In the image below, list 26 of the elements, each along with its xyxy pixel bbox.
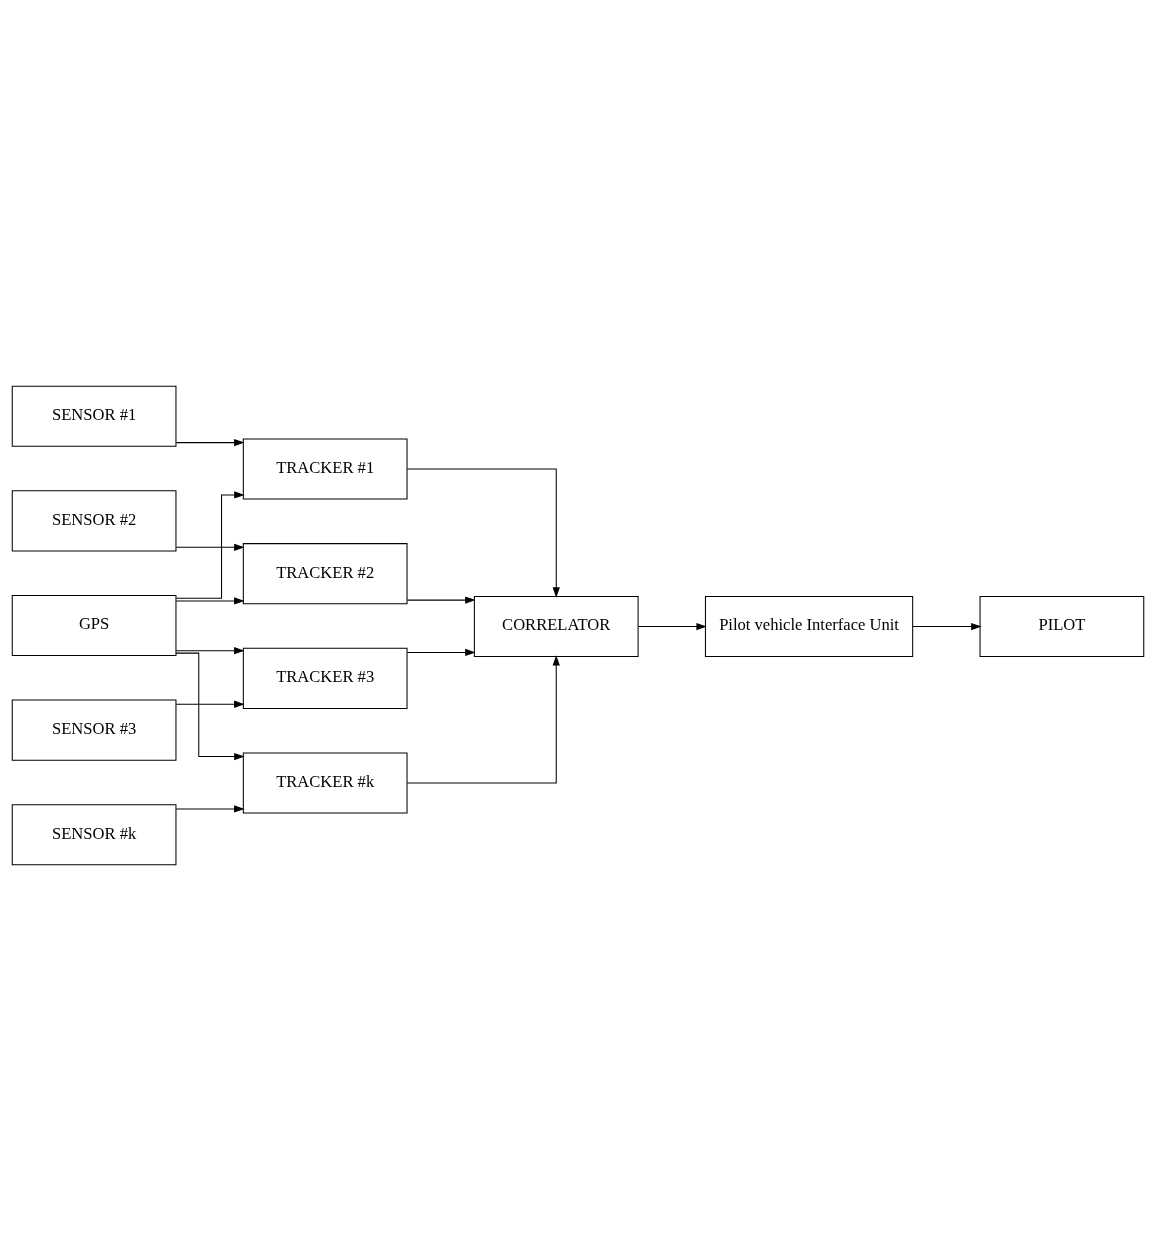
arrow bbox=[175, 647, 245, 655]
node-box: Pilot vehicle Interface Unit bbox=[704, 595, 914, 658]
node-box: CORRELATOR bbox=[473, 595, 639, 658]
node-box: SENSOR #3 bbox=[11, 699, 177, 761]
arrow bbox=[406, 468, 560, 598]
arrow bbox=[406, 596, 476, 604]
node-box: TRACKER #3 bbox=[242, 647, 408, 709]
node-box: TRACKER #1 bbox=[242, 438, 408, 500]
node-box: SENSOR #2 bbox=[11, 490, 177, 552]
arrow bbox=[175, 438, 245, 447]
node-box: TRACKER #k bbox=[242, 752, 408, 814]
node-box: SENSOR #1 bbox=[11, 385, 177, 447]
arrow bbox=[175, 652, 245, 761]
arrow bbox=[175, 597, 245, 605]
arrow bbox=[637, 622, 707, 631]
arrow bbox=[175, 805, 245, 813]
arrow bbox=[175, 543, 245, 551]
arrow bbox=[175, 491, 245, 599]
arrow bbox=[406, 648, 476, 657]
node-box: PILOT bbox=[979, 595, 1145, 658]
node-box: SENSOR #k bbox=[11, 804, 177, 866]
node-box: GPS bbox=[11, 594, 177, 657]
arrow bbox=[912, 622, 982, 631]
arrow bbox=[175, 700, 245, 708]
node-box: TRACKER #2 bbox=[242, 543, 408, 605]
arrow bbox=[406, 655, 560, 784]
